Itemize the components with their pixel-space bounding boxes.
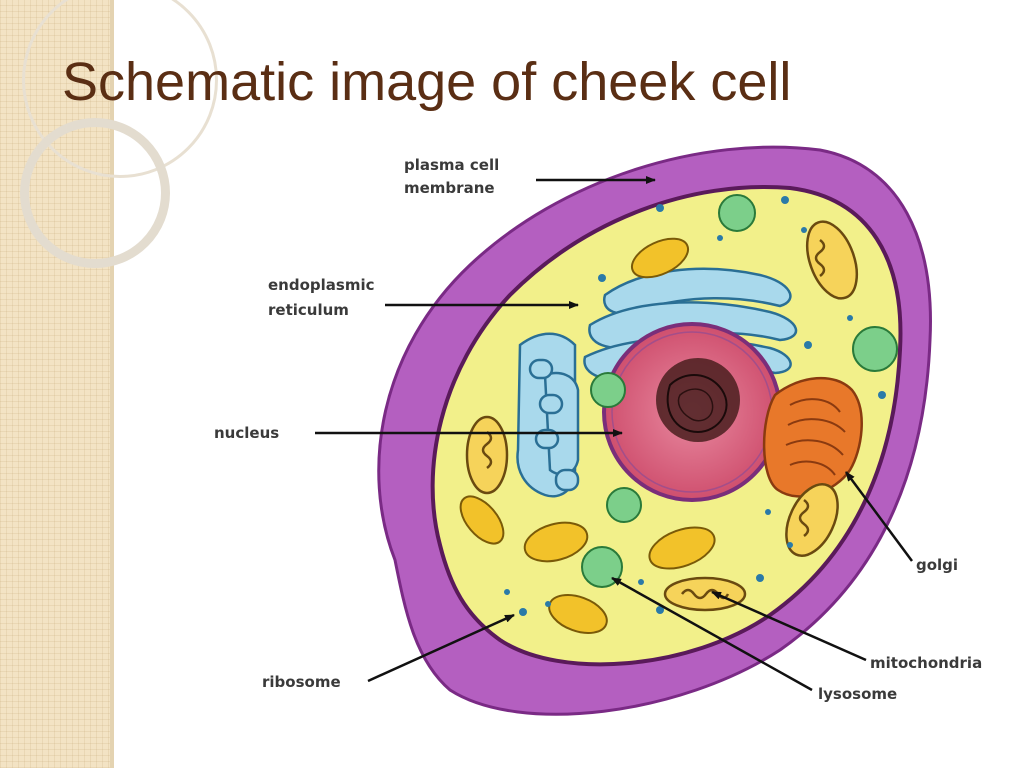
- label-er-2: reticulum: [268, 301, 349, 319]
- vesicles: [459, 237, 716, 634]
- side-decoration-edge: [110, 0, 114, 768]
- decorative-ring: [20, 118, 170, 268]
- slide-title: Schematic image of cheek cell: [62, 52, 792, 112]
- nucleus: [602, 322, 782, 502]
- label-nucleus: nucleus: [214, 424, 279, 442]
- pointer-lines: [315, 176, 914, 692]
- label-ribosome: ribosome: [262, 673, 341, 691]
- golgi-apparatus: [762, 376, 863, 498]
- label-golgi: golgi: [916, 556, 958, 574]
- label-plasma-membrane-2: membrane: [404, 179, 495, 197]
- label-er-1: endoplasmic: [268, 276, 375, 294]
- label-lysosome: lysosome: [818, 685, 897, 703]
- label-plasma-membrane-1: plasma cell: [404, 156, 499, 174]
- mitochondria: [465, 220, 859, 612]
- ribosomes: [504, 196, 886, 616]
- lysosomes: [581, 194, 898, 588]
- label-mitochondria: mitochondria: [870, 654, 982, 672]
